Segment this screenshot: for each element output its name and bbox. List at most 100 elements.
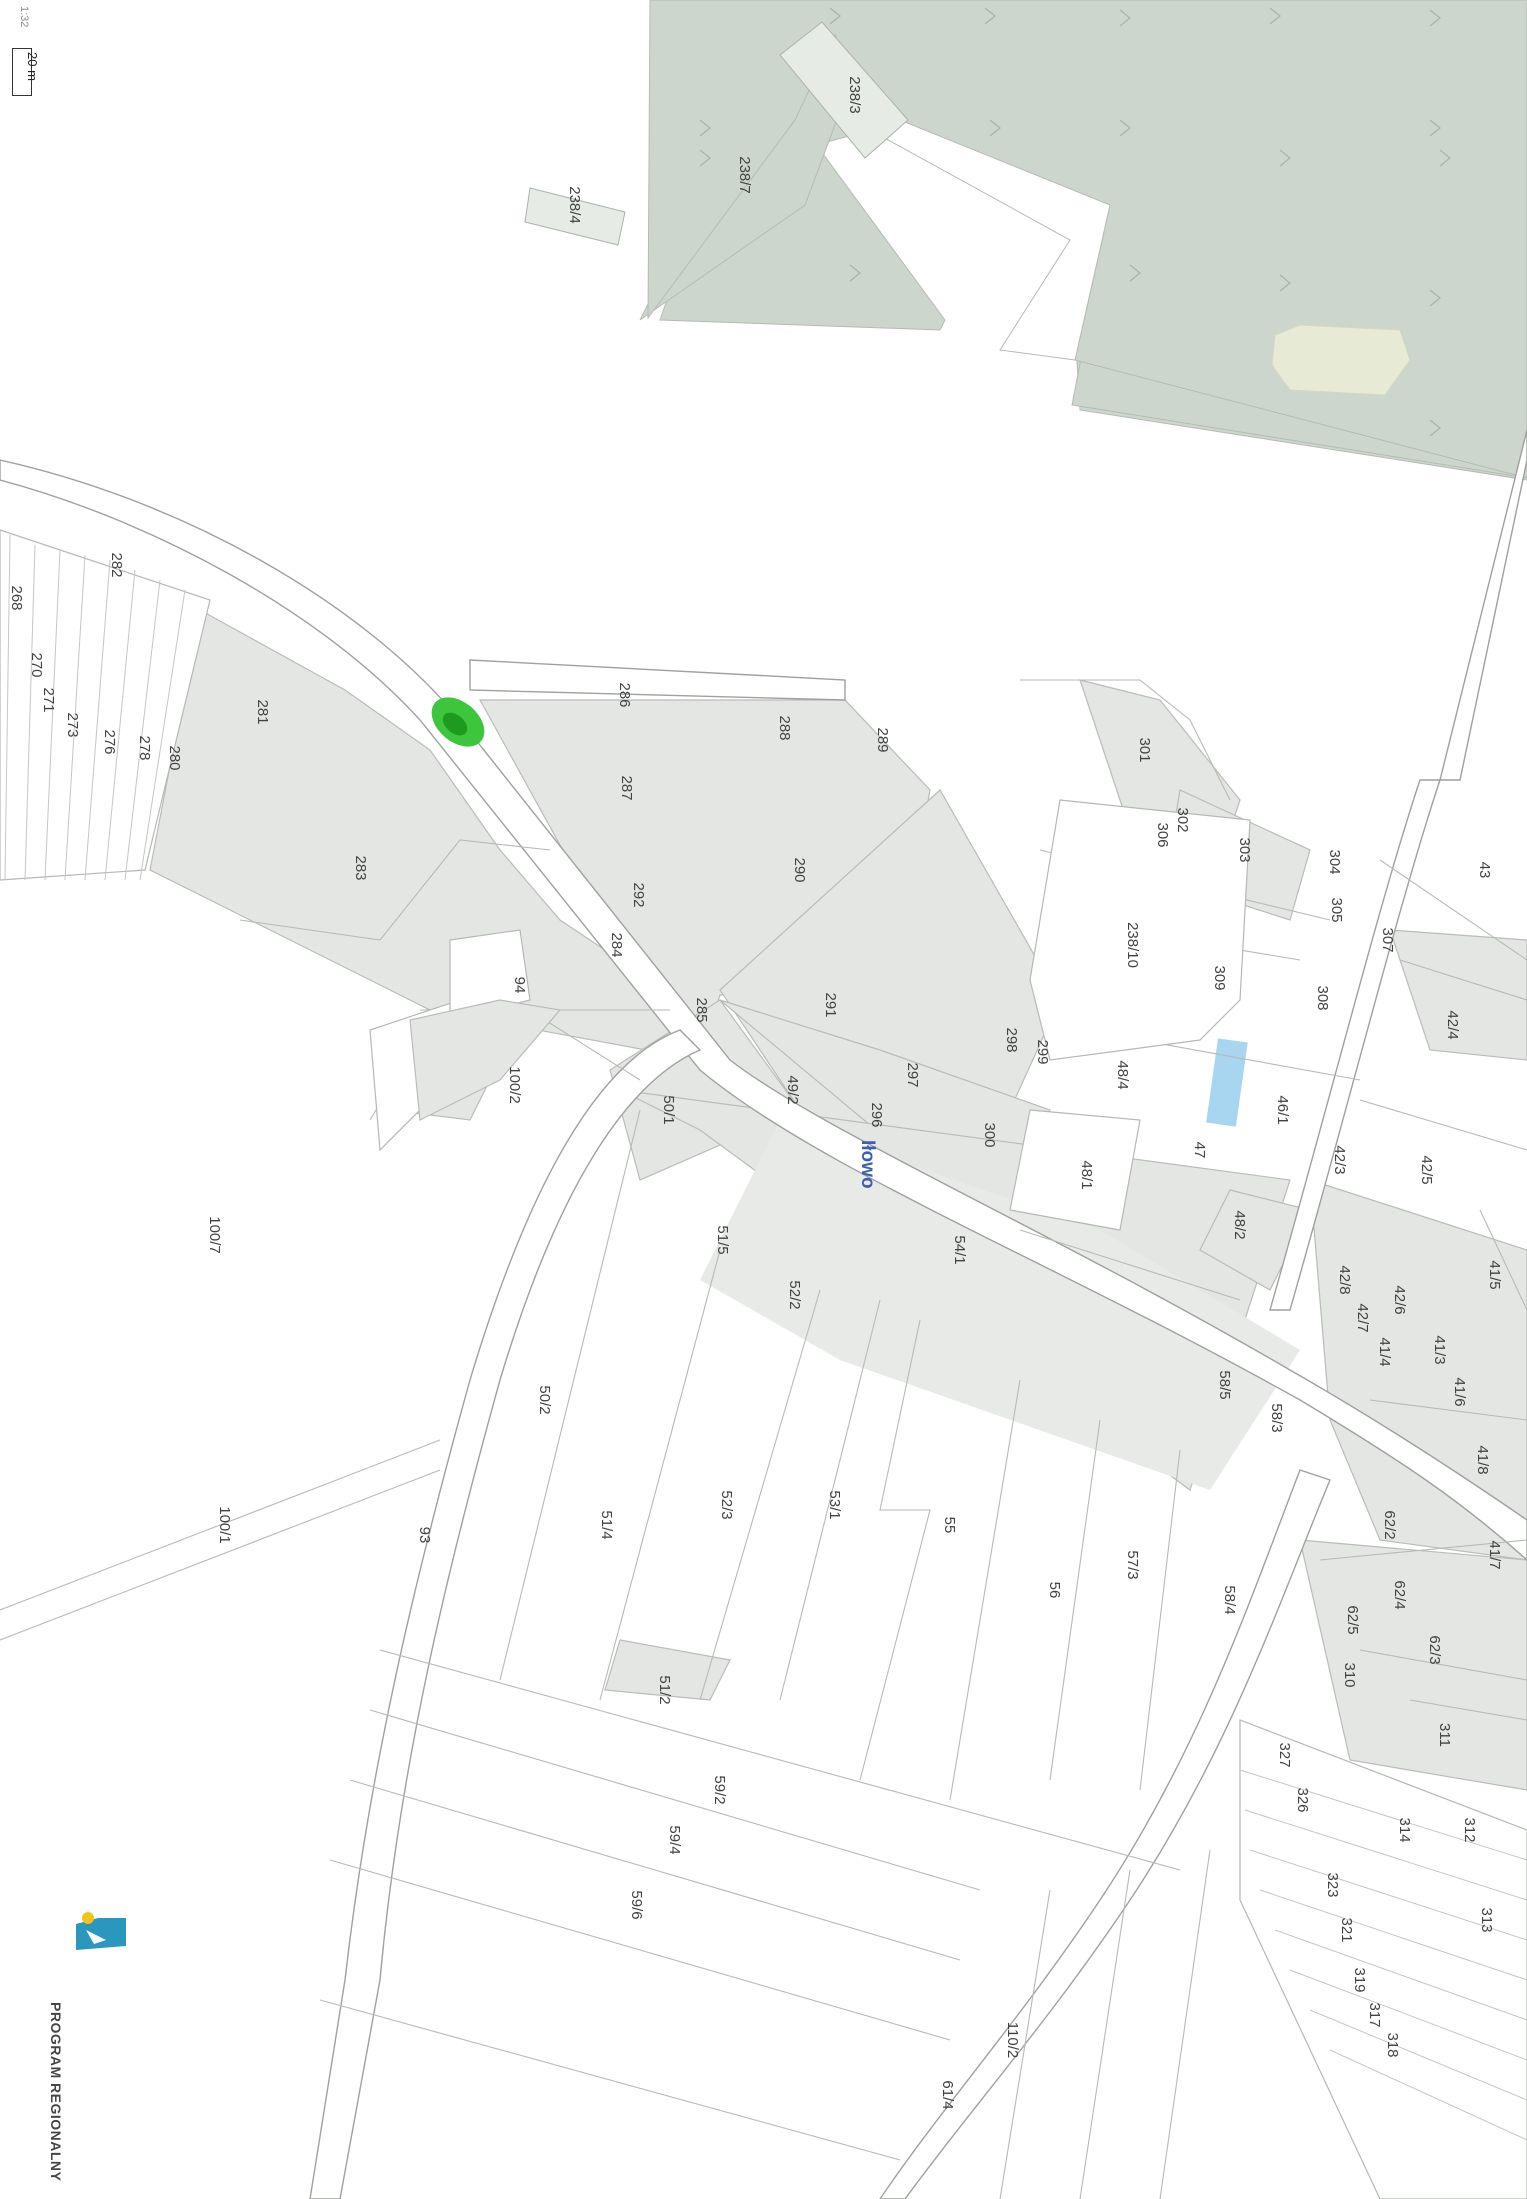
scale-label: 20 m (25, 52, 40, 81)
parcel-label: 283 (352, 855, 369, 880)
parcel-label: 297 (904, 1062, 921, 1087)
location-marker-core (442, 712, 468, 736)
parcel-label: 285 (693, 997, 710, 1022)
parcel-label: 59/2 (711, 1775, 728, 1804)
parcel-label: 42/5 (1418, 1155, 1435, 1184)
parcel-label: 58/3 (1268, 1403, 1285, 1432)
parcel-label: 313 (1478, 1907, 1495, 1932)
parcel-label: 301 (1136, 737, 1153, 762)
parcel-label: 314 (1396, 1817, 1413, 1842)
program-regionalny-logo-icon (76, 1912, 126, 1950)
parcel-label: 280 (166, 745, 183, 770)
parcel-label: 290 (791, 857, 808, 882)
parcel-label: 292 (630, 882, 647, 907)
parcel-label: 43 (1476, 862, 1493, 879)
parcel-label: 305 (1328, 897, 1345, 922)
parcel-label: 270 (28, 652, 45, 677)
parcel-label: 48/4 (1114, 1060, 1131, 1089)
scale-bar (12, 48, 32, 96)
parcel-label: 42/3 (1331, 1145, 1348, 1174)
parcel-label: 41/4 (1376, 1337, 1393, 1366)
parcel-label: 48/2 (1231, 1210, 1248, 1239)
parcel-label: 287 (618, 775, 635, 800)
parcel-label: 49/2 (784, 1075, 801, 1104)
parcel-label: 41/5 (1486, 1260, 1503, 1289)
parcel-label: 50/2 (536, 1385, 553, 1414)
parcel-label: 41/7 (1486, 1540, 1503, 1569)
parcel-label: 42/6 (1391, 1285, 1408, 1314)
parcel-label: 52/3 (718, 1490, 735, 1519)
parcel-label: 62/3 (1426, 1635, 1443, 1664)
parcel-label: 59/6 (628, 1890, 645, 1919)
parcel-label: 42/4 (1444, 1010, 1461, 1039)
parcel-label: 296 (868, 1102, 885, 1127)
parcel-label: 62/5 (1344, 1605, 1361, 1634)
parcel-label: 238/7 (736, 156, 753, 194)
logo-text: PROGRAM REGIONALNY (48, 2002, 64, 2182)
parcel-label: 276 (101, 729, 118, 754)
parcel-label: 51/4 (598, 1510, 615, 1539)
parcel-label: 299 (1034, 1039, 1051, 1064)
parcel-label: 303 (1236, 837, 1253, 862)
parcel-label: 288 (776, 715, 793, 740)
parcel-label: 59/4 (666, 1825, 683, 1854)
parcel-label: 51/2 (656, 1675, 673, 1704)
parcel-label: 53/1 (826, 1490, 843, 1519)
parcel-label: 100/7 (206, 1216, 223, 1254)
parcel-label: 319 (1351, 1967, 1368, 1992)
parcel-label: 41/6 (1451, 1377, 1468, 1406)
parcel-label: 311 (1436, 1723, 1453, 1747)
parcel-label: 323 (1324, 1872, 1341, 1897)
parcel-label: 61/4 (939, 2080, 956, 2109)
parcel-label: 278 (136, 735, 153, 760)
parcel-label: 273 (64, 712, 81, 737)
striped-parcels (0, 529, 211, 881)
parcel-label: 41/3 (1431, 1335, 1448, 1364)
parcel-label: 41/8 (1474, 1445, 1491, 1474)
parcel-label: 58/4 (1221, 1585, 1238, 1614)
parcel-label: 308 (1314, 985, 1331, 1010)
parcel-label: 238/3 (846, 76, 863, 114)
parcel-label: 282 (108, 552, 125, 577)
parcel-label: 284 (608, 932, 625, 957)
roads (0, 429, 1527, 2199)
parcel-label: 50/1 (660, 1095, 677, 1124)
parcel-label: 93 (416, 1527, 433, 1544)
parcel-label: 327 (1276, 1742, 1293, 1767)
parcel-label: 48/1 (1078, 1160, 1095, 1189)
parcel-label: 52/2 (786, 1280, 803, 1309)
parcel-label: 317 (1366, 2002, 1383, 2027)
parcel-label: 309 (1211, 965, 1228, 990)
parcel-label: 271 (40, 687, 57, 712)
parcel-label: 318 (1384, 2032, 1401, 2057)
parcel-label: 298 (1003, 1027, 1020, 1052)
parcel-label: 302 (1174, 807, 1191, 832)
parcel-label: 310 (1341, 1662, 1358, 1687)
parcel-label: 57/3 (1124, 1550, 1141, 1579)
tree-symbols (699, 7, 1451, 437)
parcel-label: 62/4 (1391, 1580, 1408, 1609)
parcel-label: 46/1 (1274, 1095, 1291, 1124)
parcel-label: 238/10 (1124, 922, 1141, 968)
white-parcels (369, 799, 1251, 1231)
parcel-label: 51/5 (714, 1225, 731, 1254)
parcel-label: 306 (1154, 822, 1171, 847)
parcel-label: 300 (981, 1122, 998, 1147)
parcel-label: 291 (822, 992, 839, 1017)
striped-parcels-se (1239, 1719, 1527, 2199)
forest-area (524, 0, 1527, 481)
parcel-label: 326 (1294, 1787, 1311, 1812)
scale-fragment: 1:32 (18, 6, 30, 28)
parcel-label: 110/2 (1004, 2022, 1021, 2058)
parcel-label: 268 (8, 585, 25, 610)
parcel-label: 289 (874, 727, 891, 752)
parcel-label: 281 (254, 699, 271, 724)
parcel-label: 286 (616, 682, 633, 707)
parcel-label: 56 (1046, 1582, 1063, 1599)
parcel-label: 42/8 (1336, 1265, 1353, 1294)
parcel-label: 312 (1461, 1817, 1478, 1842)
shaded-band (700, 1120, 1300, 1490)
parcel-label: 307 (1379, 927, 1396, 952)
